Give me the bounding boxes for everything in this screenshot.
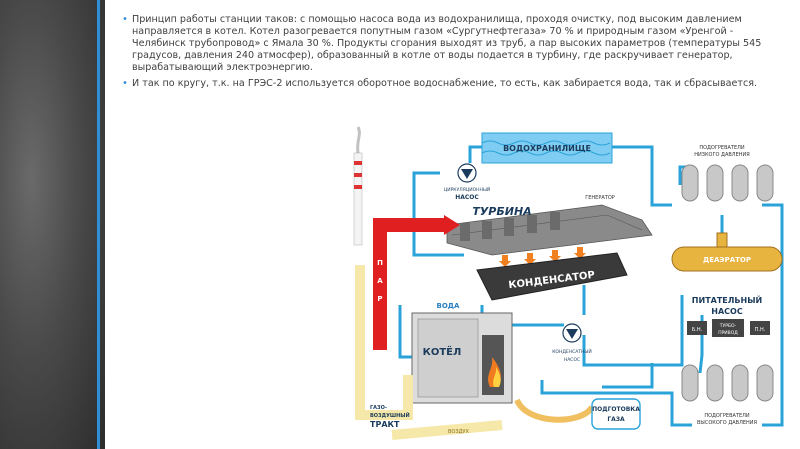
svg-text:ТУРБО-: ТУРБО- (719, 323, 737, 329)
svg-text:ВЫСОКОГО ДАВЛЕНИЯ: ВЫСОКОГО ДАВЛЕНИЯ (697, 420, 757, 426)
svg-text:П: П (377, 259, 383, 267)
gas-air-tract: ГАЗО- ВОЗДУШНЫЙ ТРАКТ ВОЗДУХ (355, 265, 503, 440)
svg-text:ПИТАТЕЛЬНЫЙ: ПИТАТЕЛЬНЫЙ (692, 294, 762, 305)
low-pressure-heaters: ПОДОГРЕВАТЕЛИ НИЗКОГО ДАВЛЕНИЯ (681, 145, 774, 202)
heat-arrows (499, 247, 586, 267)
svg-text:П.Н.: П.Н. (755, 327, 766, 333)
bullet-item: • Принцип работы станции таков: с помощь… (120, 14, 785, 74)
water-pipes (398, 145, 784, 427)
svg-text:НАСОС: НАСОС (711, 307, 743, 316)
bullet-item: • И так по кругу, т.к. на ГРЭС-2 использ… (120, 78, 785, 90)
svg-text:НАСОС: НАСОС (455, 194, 479, 201)
bullet-icon: • (122, 78, 128, 89)
svg-text:ТРАКТ: ТРАКТ (370, 420, 400, 429)
svg-text:ВОЗДУХ: ВОЗДУХ (448, 429, 470, 435)
bullet-text: И так по кругу, т.к. на ГРЭС-2 используе… (132, 78, 758, 89)
deaerator: ДЕАЭРАТОР (671, 232, 783, 272)
chimney (353, 126, 363, 246)
svg-text:ДЕАЭРАТОР: ДЕАЭРАТОР (703, 256, 751, 264)
bullet-icon: • (122, 14, 128, 25)
gas-preparation: ПОДГОТОВКА ГАЗА (514, 398, 641, 430)
svg-text:Б.Н.: Б.Н. (692, 327, 703, 333)
power-plant-diagram: ВОДОХРАНИЛИЩЕ ЦИРКУЛЯЦИОННЫЙ НАСОС (352, 125, 800, 449)
svg-text:ПОДОГРЕВАТЕЛИ: ПОДОГРЕВАТЕЛИ (699, 145, 745, 151)
svg-text:ТУРБИНА: ТУРБИНА (472, 205, 531, 218)
left-decor-panel (0, 0, 105, 449)
svg-text:А: А (377, 277, 383, 285)
circulation-pump: ЦИРКУЛЯЦИОННЫЙ НАСОС (444, 163, 491, 201)
svg-text:ПОДГОТОВКА: ПОДГОТОВКА (592, 406, 640, 413)
svg-text:ГАЗА: ГАЗА (607, 416, 625, 423)
accent-line (97, 0, 100, 449)
svg-text:ЦИРКУЛЯЦИОННЫЙ: ЦИРКУЛЯЦИОННЫЙ (444, 186, 491, 193)
svg-text:ВОДА: ВОДА (437, 302, 461, 310)
svg-text:КОТЁЛ: КОТЁЛ (423, 344, 462, 358)
svg-text:НИЗКОГО ДАВЛЕНИЯ: НИЗКОГО ДАВЛЕНИЯ (694, 152, 749, 158)
svg-text:ГАЗО-: ГАЗО- (370, 405, 387, 411)
svg-text:ВОЗДУШНЫЙ: ВОЗДУШНЫЙ (370, 411, 410, 419)
reservoir: ВОДОХРАНИЛИЩЕ (481, 132, 613, 164)
condensate-pump: КОНДЕНСАТНЫЙ НАСОС (552, 323, 592, 363)
svg-text:НАСОС: НАСОС (564, 357, 580, 363)
steam-pipe: П А Р (373, 215, 460, 350)
svg-text:ПРИВОД: ПРИВОД (718, 330, 738, 336)
feed-pump: ПИТАТЕЛЬНЫЙ НАСОС Б.Н. ТУРБО- ПРИВОД П.Н… (687, 294, 770, 337)
slide-text: • Принцип работы станции таков: с помощь… (120, 14, 785, 94)
bullet-text: Принцип работы станции таков: с помощью … (132, 14, 762, 73)
svg-text:ГЕНЕРАТОР: ГЕНЕРАТОР (585, 195, 615, 201)
svg-text:ВОДОХРАНИЛИЩЕ: ВОДОХРАНИЛИЩЕ (503, 144, 591, 153)
svg-text:Р: Р (377, 295, 382, 303)
boiler: КОТЁЛ ВОДА (411, 302, 513, 404)
svg-text:КОНДЕНСАТНЫЙ: КОНДЕНСАТНЫЙ (552, 348, 592, 355)
turbine: ТУРБИНА ГЕНЕРАТОР (446, 195, 653, 256)
high-pressure-heaters: ПОДОГРЕВАТЕЛИ ВЫСОКОГО ДАВЛЕНИЯ (681, 364, 774, 426)
svg-text:ПОДОГРЕВАТЕЛИ: ПОДОГРЕВАТЕЛИ (704, 413, 750, 419)
